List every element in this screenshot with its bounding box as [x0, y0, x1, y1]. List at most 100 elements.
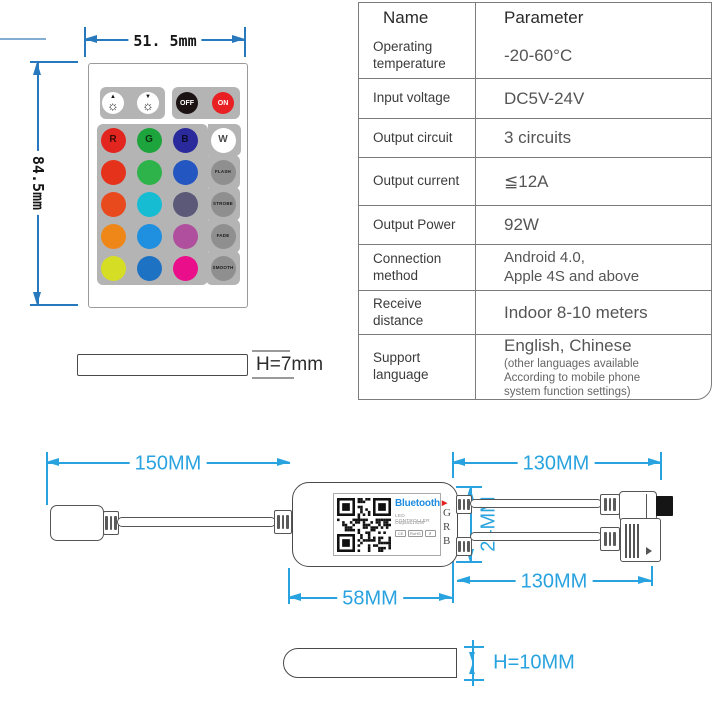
- dc-female-connector: [50, 505, 104, 541]
- on-key: ON: [212, 92, 234, 114]
- spec-name: Receive distance: [359, 291, 476, 334]
- color-key: [100, 159, 126, 185]
- certification-marks: CE RoHS ✗: [395, 530, 436, 537]
- bottom-cable-length-label: 130MM: [515, 570, 593, 594]
- spec-value: -20-60°C: [476, 33, 711, 78]
- color-key: [136, 159, 162, 185]
- sun-glyph: ☼: [142, 98, 154, 113]
- spec-name: Output Power: [359, 206, 476, 244]
- off-key: OFF: [176, 92, 198, 114]
- header-name: Name: [359, 3, 476, 33]
- top-cable-length-label: 130MM: [517, 452, 595, 476]
- body-width-label: 58MM: [337, 587, 403, 611]
- spec-name: Support language: [359, 335, 476, 399]
- flash-key: FLASH: [210, 159, 236, 185]
- output-wire-top: [470, 499, 602, 508]
- b-key: B: [172, 127, 198, 153]
- weee-bin-icon: ✗: [424, 530, 436, 537]
- height-tick-top: [252, 350, 290, 352]
- spec-table: Name Parameter Operating temperature -20-…: [358, 2, 712, 400]
- w-key: W: [210, 127, 236, 153]
- color-key: [100, 223, 126, 249]
- bluetooth-text: Bluetooth: [395, 498, 440, 509]
- remote-side-view: [77, 354, 248, 376]
- color-key: [136, 191, 162, 217]
- spec-value: 92W: [476, 206, 711, 244]
- dim-arrow-down-icon: [33, 292, 41, 305]
- color-key: [100, 255, 126, 281]
- spec-value: Indoor 8-10 meters: [476, 291, 711, 334]
- table-row: Operating temperature -20-60°C: [359, 33, 711, 78]
- insert-arrow-icon: [646, 547, 656, 555]
- dim-arrow-right-icon: [232, 35, 245, 43]
- channel-r-label: R: [443, 521, 451, 533]
- spec-value: ≦12A: [476, 158, 711, 205]
- spec-value: Android 4.0,Apple 4S and above: [476, 245, 711, 290]
- color-key: [172, 255, 198, 281]
- led-controller-text: LED CONTROLLER: [395, 514, 430, 524]
- channel-g-label: G: [443, 507, 451, 519]
- r-key: R: [100, 127, 126, 153]
- dc-male-plug: [619, 491, 657, 521]
- brightness-up-icon: ▲☼: [102, 92, 124, 114]
- controller-label: Bluetooth ▶ LED CONTROLLER Output≤192W C…: [333, 493, 447, 556]
- color-key: [136, 223, 162, 249]
- strip-connector-ribs: [600, 527, 620, 551]
- left-cable-length-label: 150MM: [129, 452, 207, 476]
- header-parameter: Parameter: [504, 8, 584, 27]
- dim-arrow-left-icon: [84, 35, 97, 43]
- edge-dimension-line: [0, 38, 46, 40]
- spec-name: Output current: [359, 158, 476, 205]
- body-height-label: H=10MM: [493, 651, 575, 674]
- spec-value-line: -20-60°C: [504, 45, 573, 65]
- output-wire-bottom: [470, 532, 602, 541]
- spec-value-line: Apple 4S and above: [504, 267, 640, 285]
- spec-value-note: system function settings): [504, 385, 631, 398]
- spec-value-line: English, Chinese: [504, 336, 632, 356]
- input-cable: [117, 517, 276, 527]
- spec-name: Operating temperature: [359, 33, 476, 78]
- controller-side-view: [283, 648, 457, 678]
- remote-thickness-label: H=7mm: [256, 354, 324, 375]
- brightness-down-icon: ▼☼: [137, 92, 159, 114]
- spec-value: 3 circuits: [476, 119, 711, 157]
- qr-code: [337, 498, 391, 552]
- spec-value: English, Chinese(other languages availab…: [476, 335, 711, 399]
- table-row: Receive distance Indoor 8-10 meters: [359, 290, 711, 334]
- key-text: SMOOTH: [212, 264, 234, 270]
- spec-table-header: Name Parameter: [359, 3, 711, 33]
- play-icon: ▶: [441, 500, 448, 507]
- strobe-key: STROBE: [210, 191, 236, 217]
- color-key: [172, 191, 198, 217]
- strain-relief: [274, 510, 292, 534]
- key-text: W: [218, 134, 228, 145]
- fade-key: FADE: [210, 223, 236, 249]
- spec-name: Connection method: [359, 245, 476, 290]
- smooth-key: SMOOTH: [210, 255, 236, 281]
- dc-plug-ribs: [600, 494, 620, 515]
- table-row: Output current≦12A: [359, 157, 711, 205]
- dc-plug-tip: [656, 496, 673, 516]
- led-strip-connector: [620, 518, 661, 562]
- sun-glyph: ☼: [107, 98, 119, 113]
- rohs-mark: RoHS: [408, 530, 423, 537]
- spec-value: DC5V-24V: [476, 79, 711, 118]
- key-text: FADE: [216, 232, 230, 238]
- color-key: [172, 159, 198, 185]
- spec-name: Output circuit: [359, 119, 476, 157]
- spec-value-line: 3 circuits: [504, 128, 572, 148]
- key-text: STROBE: [213, 200, 233, 206]
- output-nub-bottom: [456, 537, 472, 556]
- remote-width-label: 51. 5mm: [128, 32, 202, 50]
- spec-value-line: Android 4.0,: [504, 248, 585, 266]
- spec-value-note: (other languages available: [504, 357, 639, 370]
- table-row: Output circuit 3 circuits: [359, 118, 711, 157]
- spec-value-line: Indoor 8-10 meters: [504, 302, 648, 322]
- spec-name: Input voltage: [359, 79, 476, 118]
- output-power-text: Output≤192W: [395, 521, 425, 526]
